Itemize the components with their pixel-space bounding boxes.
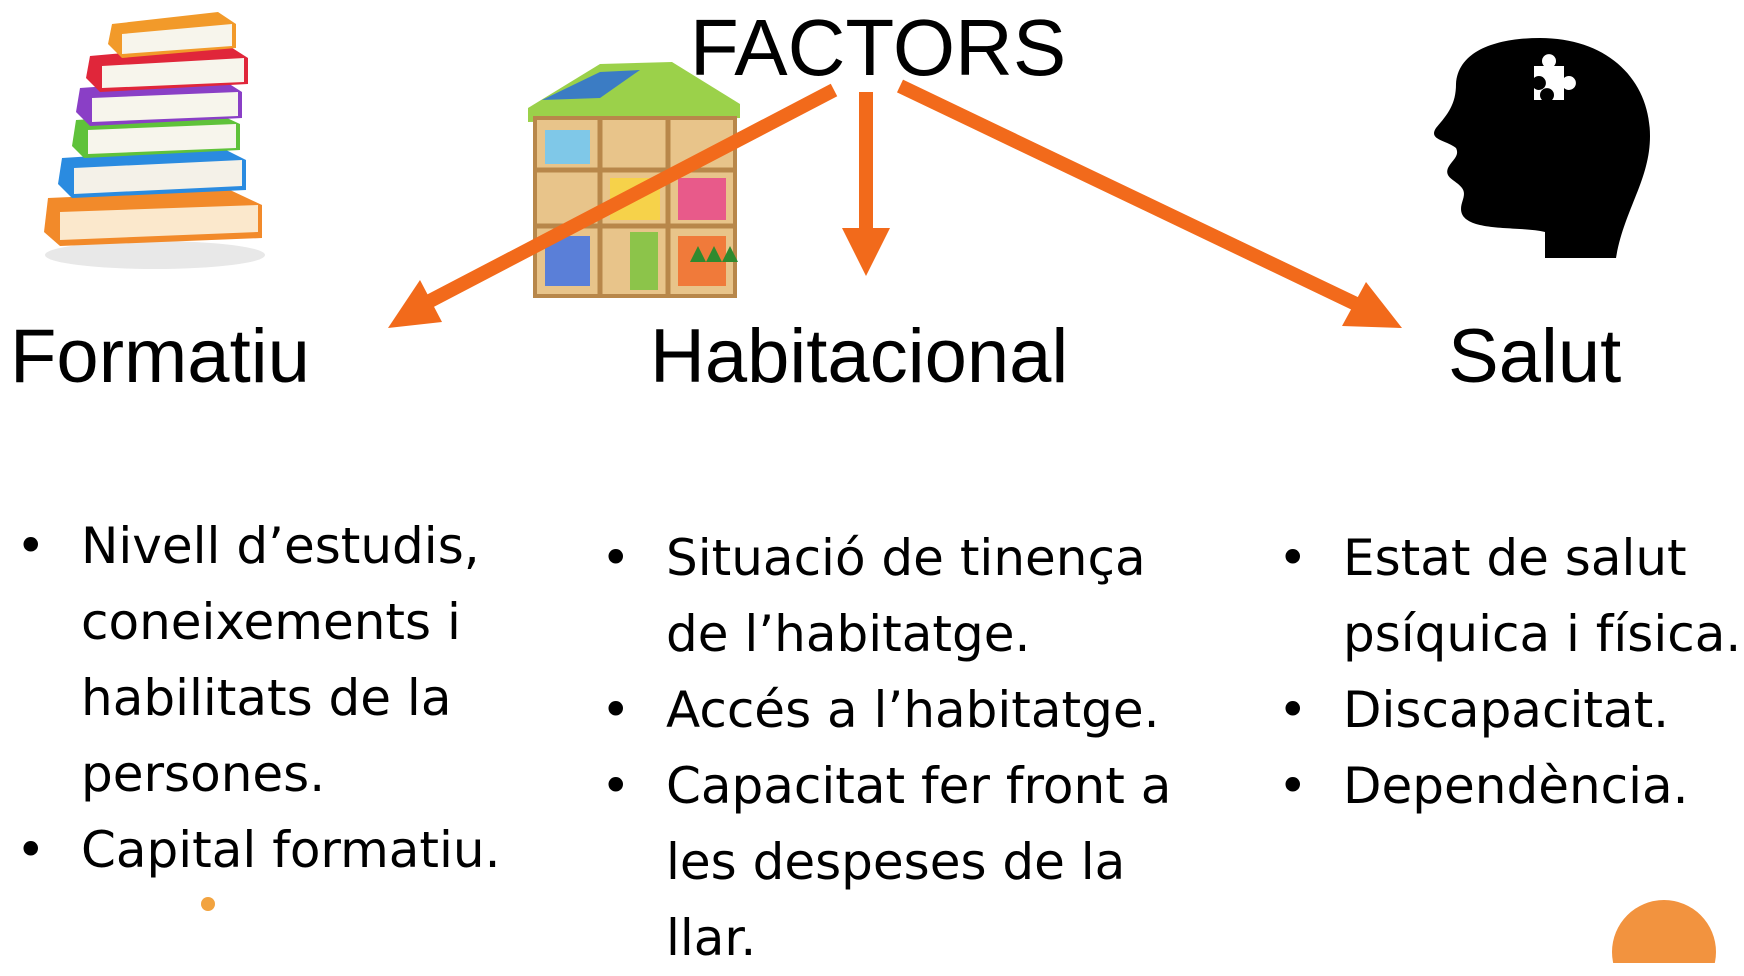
arrow-to-salut: [896, 79, 1360, 311]
habitacional-bullet-list: Situació de tinença de l’habitatge. Accé…: [593, 520, 1213, 976]
books-icon: [44, 12, 265, 269]
head-with-puzzle-icon: [1434, 38, 1650, 258]
arrowhead-formatiu: [388, 280, 442, 328]
salut-bullet-list: Estat de salut psíquica i física. Discap…: [1270, 520, 1744, 824]
arrowhead-salut: [1342, 282, 1402, 328]
category-habitacional: Habitacional: [650, 314, 1069, 399]
list-item: Capital formatiu.: [8, 812, 528, 888]
list-item: Discapacitat.: [1270, 672, 1744, 748]
category-formatiu: Formatiu: [10, 314, 310, 399]
diagram-title: FACTORS: [689, 3, 1067, 92]
list-item: Situació de tinença de l’habitatge.: [593, 520, 1213, 672]
list-item: Capacitat fer front a les despeses de la…: [593, 748, 1213, 976]
accent-circle: [1612, 900, 1716, 963]
category-salut: Salut: [1448, 314, 1622, 399]
arrow-to-formatiu: [424, 83, 838, 309]
list-item: Estat de salut psíquica i física.: [1270, 520, 1744, 672]
accent-dot: [201, 897, 215, 911]
formatiu-bullet-list: Nivell d’estudis, coneixements i habilit…: [8, 508, 528, 888]
list-item: Dependència.: [1270, 748, 1744, 824]
list-item: Accés a l’habitatge.: [593, 672, 1213, 748]
list-item: Nivell d’estudis, coneixements i habilit…: [8, 508, 528, 812]
arrowhead-habitacional: [842, 228, 890, 276]
